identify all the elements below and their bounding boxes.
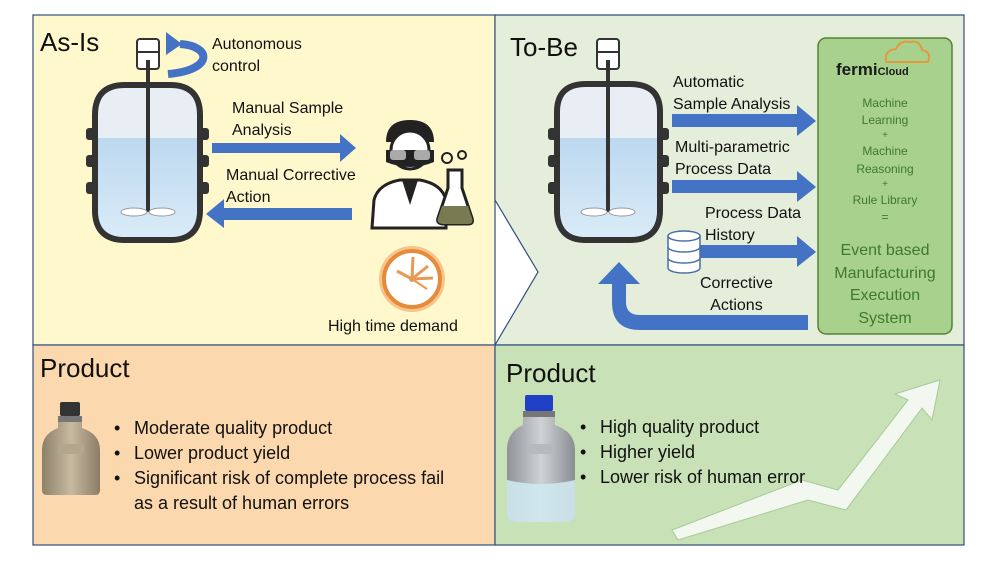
event-line-2: Manufacturing <box>834 264 936 282</box>
history-line-2: History <box>705 227 755 244</box>
stack-line-6: + <box>882 178 888 190</box>
manual-corrective-line-1: Manual Corrective <box>226 167 356 184</box>
asis-bullet-3: Significant risk of complete process fai… <box>110 466 444 491</box>
stack-line-1: Machine <box>862 96 908 110</box>
event-system-text: Event based Manufacturing Execution Syst… <box>818 240 952 330</box>
tobe-reactor-icon <box>548 38 669 243</box>
asis-product-title: Product <box>40 353 130 383</box>
manual-sample-line-1: Manual Sample <box>232 100 344 117</box>
asis-bullet-1: Moderate quality product <box>110 416 444 441</box>
database-icon <box>667 230 701 274</box>
corrective-actions-label: Corrective Actions <box>700 273 773 317</box>
logo-bold-text: fermi <box>836 60 878 79</box>
auto-sample-arrow-icon <box>672 105 816 136</box>
tobe-product-title: Product <box>506 358 596 388</box>
multi-param-line-2: Process Data <box>675 161 772 178</box>
tobe-bottle-icon <box>507 395 575 522</box>
auto-sample-line-2: Sample Analysis <box>673 96 791 113</box>
tobe-bullet-1: High quality product <box>576 415 805 440</box>
cloud-logo-icon <box>884 40 931 63</box>
asis-bullet-2: Lower product yield <box>110 441 444 466</box>
stack-line-5: Reasoning <box>856 161 914 176</box>
manual-sample-label: Manual Sample Analysis <box>232 98 343 142</box>
corrective-line-2: Actions <box>710 297 763 314</box>
asis-reactor-icon <box>86 38 209 243</box>
tobe-bullet-2: Higher yield <box>576 440 805 465</box>
asis-product-bullets: Moderate quality product Lower product y… <box>110 416 444 491</box>
manual-corrective-arrow-icon <box>206 199 352 228</box>
auto-sample-line-1: Automatic <box>673 74 745 91</box>
history-line-1: Process Data <box>705 205 802 222</box>
tobe-product-bullets: High quality product Higher yield Lower … <box>576 415 805 490</box>
tobe-bullet-3: Lower risk of human error <box>576 465 805 490</box>
event-line-1: Event based <box>840 242 930 259</box>
multi-param-label: Multi-parametric Process Data <box>675 137 790 181</box>
manual-corrective-label: Manual Corrective Action <box>226 165 356 209</box>
stack-line-4: Machine <box>862 144 908 159</box>
auto-sample-label: Automatic Sample Analysis <box>673 72 790 116</box>
process-data-arrow-icon <box>672 171 816 202</box>
manual-corrective-line-2: Action <box>226 189 271 206</box>
autonomous-line-1: Autonomous <box>212 36 302 53</box>
asis-bullet-3-continuation: as a result of human errors <box>134 493 350 513</box>
cloud-system-box <box>817 37 953 335</box>
cloud-logo-text: fermiCloud <box>836 60 909 80</box>
autonomous-loop-arrow-icon <box>166 32 208 78</box>
autonomous-line-2: control <box>212 58 261 75</box>
event-line-4: System <box>858 309 912 327</box>
growth-arrow-icon <box>671 379 941 541</box>
stack-line-8: = <box>881 210 889 225</box>
autonomous-control-label: Autonomous control <box>212 34 302 78</box>
multi-param-line-1: Multi-parametric <box>675 139 790 156</box>
event-line-3: Execution <box>849 287 921 304</box>
history-arrow-icon <box>700 236 816 267</box>
stack-line-7: Rule Library <box>852 192 918 207</box>
asis-bottle-icon <box>42 402 100 495</box>
stack-line-3: + <box>882 130 888 142</box>
clock-icon <box>379 246 445 312</box>
cloud-stack-text: Machine Learning + Machine Reasoning + R… <box>818 95 952 226</box>
history-label: Process Data History <box>705 203 801 247</box>
corrective-line-1: Corrective <box>700 275 773 292</box>
scientist-icon <box>370 120 474 230</box>
tobe-title: To-Be <box>510 32 578 62</box>
asis-title: As-Is <box>40 27 100 57</box>
manual-sample-line-2: Analysis <box>232 122 292 139</box>
corrective-actions-arrow-icon <box>598 262 808 330</box>
manual-sample-arrow-icon <box>212 134 356 162</box>
time-demand-label: High time demand <box>328 318 458 335</box>
logo-small-text: Cloud <box>877 66 909 78</box>
stack-line-2: Learning <box>861 113 909 128</box>
